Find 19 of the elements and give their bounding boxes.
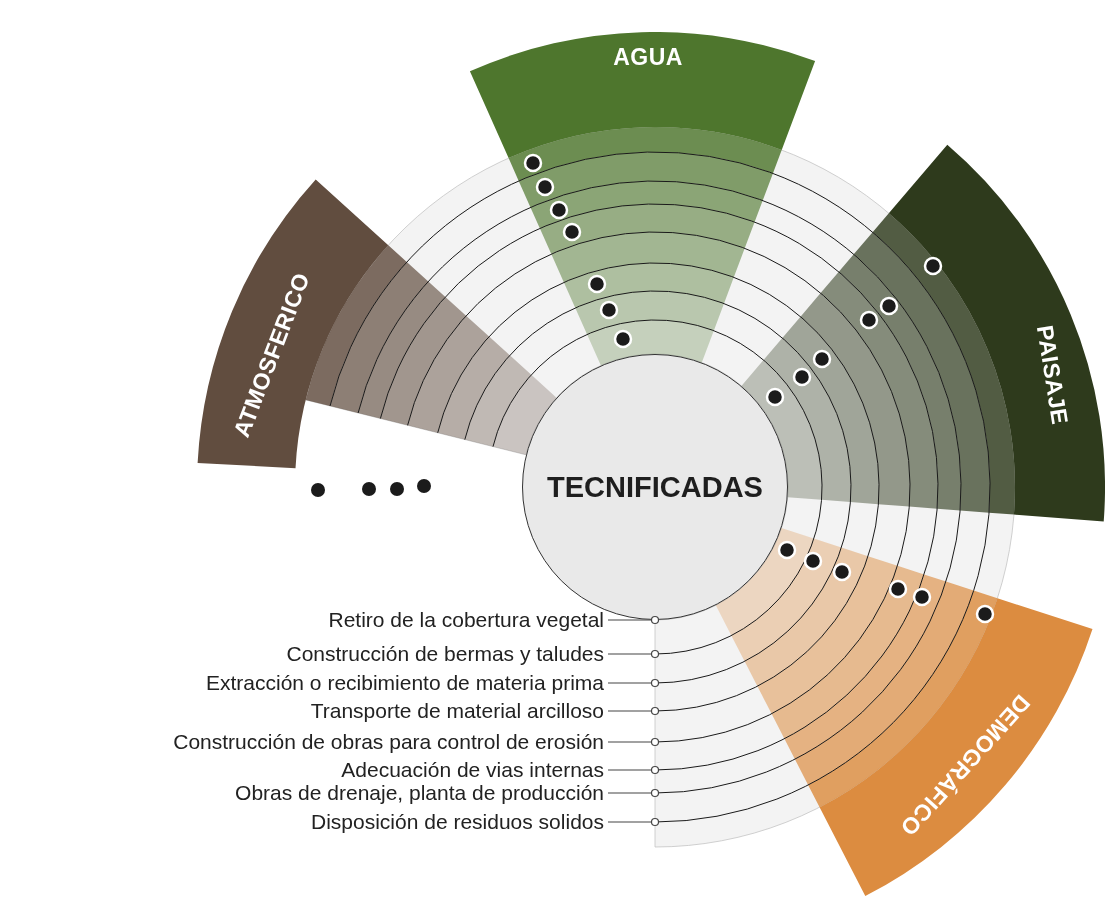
activity-label: Construcción de bermas y taludes bbox=[286, 642, 604, 666]
activity-label: Obras de drenaje, planta de producción bbox=[235, 781, 604, 805]
leader-line bbox=[607, 765, 660, 775]
center-title: TECNIFICADAS bbox=[547, 470, 763, 504]
sector-title: PAISAJE bbox=[1030, 323, 1074, 427]
leader-line bbox=[607, 615, 660, 625]
activity-label: Extracción o recibimiento de materia prima bbox=[206, 671, 604, 695]
leader-line bbox=[607, 649, 660, 659]
activity-label: Transporte de material arcilloso bbox=[310, 699, 604, 723]
leader-line bbox=[607, 678, 660, 688]
leader-line bbox=[607, 706, 660, 716]
leader-line bbox=[607, 817, 660, 827]
sector-title: AGUA bbox=[613, 43, 683, 71]
activity-label: Retiro de la cobertura vegetal bbox=[328, 608, 604, 632]
leader-line bbox=[607, 737, 660, 747]
leader-line bbox=[607, 788, 660, 798]
activity-label: Disposición de residuos solidos bbox=[311, 810, 604, 834]
activity-label: Construcción de obras para control de erosión bbox=[173, 730, 604, 754]
activity-label: Adecuación de vias internas bbox=[341, 758, 604, 782]
